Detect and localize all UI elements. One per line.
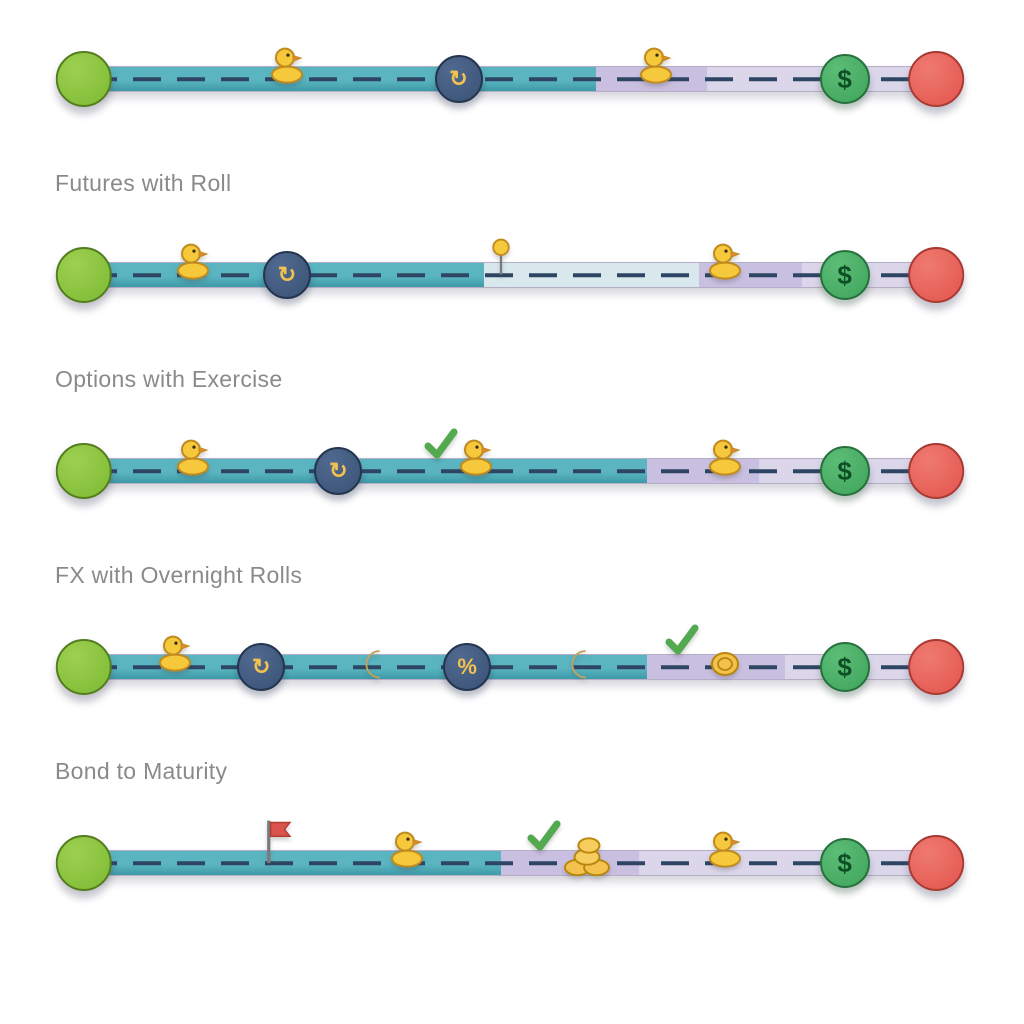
event-node: ↻ <box>237 643 286 691</box>
event-node: ↻ <box>262 251 311 299</box>
coins-icon <box>560 833 614 877</box>
timeline-row: $ <box>55 792 965 892</box>
timeline-track: ↻ $ <box>55 428 965 499</box>
cash-node: $ <box>819 54 870 104</box>
duck-icon <box>265 45 309 85</box>
pin-icon <box>489 238 513 278</box>
cash-node: $ <box>819 838 870 888</box>
start-node <box>55 443 112 499</box>
timeline-row: ↻ % $ <box>55 596 965 696</box>
cash-node: $ <box>819 250 870 300</box>
event-node: ↻ <box>314 447 363 495</box>
end-node <box>908 443 965 499</box>
duck-icon <box>634 45 678 85</box>
timeline-track: ↻ $ <box>55 238 965 303</box>
duck-icon <box>703 829 747 869</box>
timeline-track: ↻ % $ <box>55 624 965 695</box>
flag-icon <box>262 818 294 866</box>
dashed-line <box>89 77 931 81</box>
cash-node: $ <box>819 642 870 692</box>
start-node <box>55 639 112 695</box>
timeline-label: Futures with Roll <box>55 170 232 196</box>
timeline-label: FX with Overnight Rolls <box>55 562 303 588</box>
dashed-line <box>89 861 931 865</box>
dashed-line <box>89 273 931 277</box>
moon-icon <box>562 647 596 681</box>
end-node <box>908 51 965 107</box>
cash-node: $ <box>819 446 870 496</box>
duck-icon <box>703 241 747 281</box>
duck-icon <box>454 437 498 477</box>
check-icon <box>662 622 702 658</box>
duck-icon <box>385 829 429 869</box>
start-node <box>55 51 112 107</box>
event-node: % <box>443 643 492 691</box>
check-icon <box>421 426 461 462</box>
timeline-track: ↻ $ <box>55 47 965 107</box>
timeline-row: ↻ $ <box>55 400 965 500</box>
coin-icon <box>708 649 742 679</box>
end-node <box>908 639 965 695</box>
dashed-line <box>89 469 931 473</box>
timeline-row: ↻ $ <box>55 8 965 108</box>
timeline-track: $ <box>55 820 965 891</box>
timeline-label: Options with Exercise <box>55 366 283 392</box>
check-icon <box>524 818 564 854</box>
timeline-label: Bond to Maturity <box>55 758 228 784</box>
end-node <box>908 835 965 891</box>
moon-icon <box>356 647 390 681</box>
duck-icon <box>703 437 747 477</box>
timeline-row: ↻ $ <box>55 204 965 304</box>
duck-icon <box>171 241 215 281</box>
start-node <box>55 835 112 891</box>
dashed-line <box>89 665 931 669</box>
event-node: ↻ <box>434 55 483 103</box>
end-node <box>908 247 965 303</box>
duck-icon <box>153 633 197 673</box>
start-node <box>55 247 112 303</box>
duck-icon <box>171 437 215 477</box>
